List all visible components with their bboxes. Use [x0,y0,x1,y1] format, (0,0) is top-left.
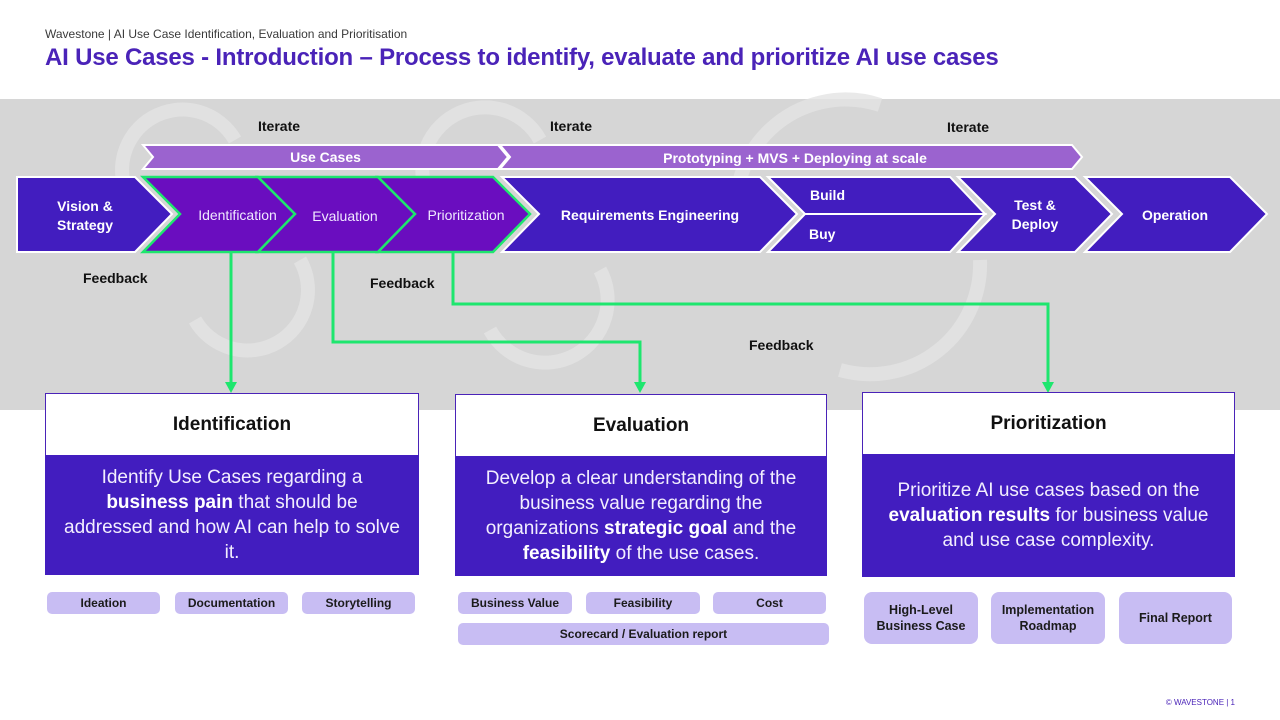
phase-bar-use-cases [140,144,510,170]
chip-storytelling: Storytelling [302,592,415,614]
card-description: Identify Use Cases regarding a business … [45,455,419,575]
step-operation [1082,176,1269,253]
card-description: Prioritize AI use cases based on the eva… [862,454,1235,577]
card-title: Prioritization [862,392,1235,454]
step-label-vision: Vision & Strategy [30,197,140,235]
card-text: Identify Use Cases regarding a [101,467,363,488]
step-label-build: Build [810,187,845,203]
card-title: Evaluation [455,394,827,456]
step-label-line: Deploy [1011,216,1059,232]
step-build [765,176,988,215]
chip-scorecard: Scorecard / Evaluation report [458,623,829,645]
card-title: Identification [45,393,419,455]
card-text-bold: evaluation results [888,505,1051,526]
card-evaluation: Evaluation Develop a clear understanding… [455,394,827,576]
arrow-down-icon [1042,382,1054,393]
step-buy [765,213,988,253]
chip-business-case: High-Level Business Case [864,592,978,644]
card-text: Prioritize AI use cases based on the [897,480,1200,501]
card-identification: Identification Identify Use Cases regard… [45,393,419,575]
chip-roadmap: Implementation Roadmap [991,592,1105,644]
step-label-operation: Operation [1141,207,1209,223]
arrow-down-icon [634,382,646,393]
step-label-buy: Buy [809,226,836,242]
step-label-identification: Identification [198,207,277,223]
feedback-label: Feedback [749,337,814,353]
step-requirements [499,176,799,253]
chip-final-report: Final Report [1119,592,1232,644]
chip-cost: Cost [713,592,826,614]
footer-copyright: © WAVESTONE | 1 [1165,698,1235,707]
chip-feasibility: Feasibility [586,592,700,614]
chip-documentation: Documentation [175,592,288,614]
step-label-prioritization: Prioritization [427,207,505,223]
card-text: that should be addressed and how AI can … [64,492,400,563]
step-label-line: Test & [1014,197,1056,213]
feedback-connectors [229,252,1050,385]
card-description: Develop a clear understanding of the bus… [455,456,827,576]
step-label-evaluation: Evaluation [312,208,378,224]
iterate-label: Iterate [947,119,990,135]
arrow-down-icon [225,382,237,393]
card-text-bold: strategic goal [604,518,728,539]
phase-label-use-cases: Use Cases [290,149,361,165]
feedback-label: Feedback [83,270,148,286]
chip-ideation: Ideation [47,592,160,614]
card-prioritization: Prioritization Prioritize AI use cases b… [862,392,1235,577]
card-text: Develop a clear understanding of the bus… [485,468,797,539]
card-text: and the [727,518,797,539]
step-label-line: Strategy [56,217,114,233]
chip-business-value: Business Value [458,592,572,614]
header-subtitle: Wavestone | AI Use Case Identification, … [45,27,408,41]
iterate-label: Iterate [258,118,301,134]
step-vision [16,176,174,253]
iterate-label: Iterate [550,118,593,134]
step-label-requirements: Requirements Engineering [560,207,740,223]
feedback-label: Feedback [370,275,435,291]
step-label-test-deploy: Test & Deploy [985,196,1085,234]
card-text: for business value and use case complexi… [942,505,1209,551]
phase-bar-prototyping [497,144,1084,170]
card-text: of the use cases. [610,543,760,564]
phase-label-prototyping: Prototyping + MVS + Deploying at scale [663,150,927,166]
card-text-bold: feasibility [522,543,611,564]
step-prioritization[interactable] [374,175,532,254]
page-title: AI Use Cases - Introduction – Process to… [45,44,999,71]
step-test-deploy [955,176,1114,253]
step-label-line: Vision & [57,198,113,214]
card-text-bold: business pain [106,492,234,513]
